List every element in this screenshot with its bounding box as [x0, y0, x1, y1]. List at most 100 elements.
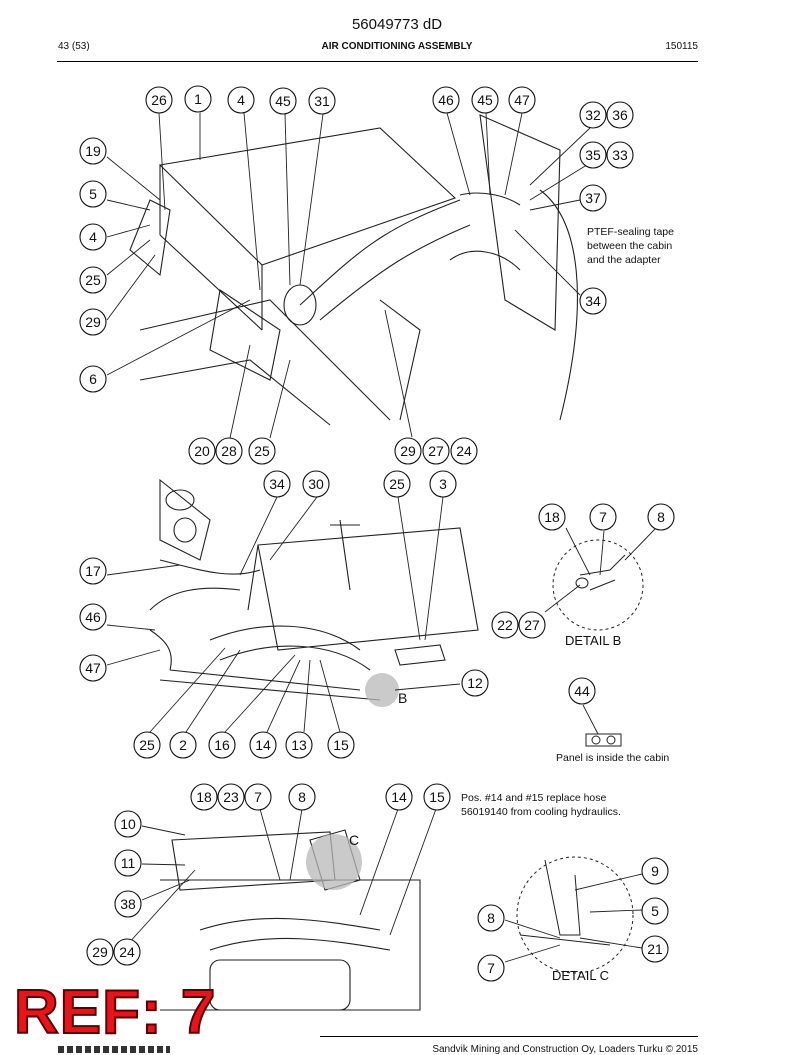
- callout-number: 2: [179, 737, 187, 753]
- callout-number: 34: [585, 293, 601, 309]
- callout-number: 33: [612, 147, 628, 163]
- callout-number: 18: [196, 789, 212, 805]
- sealing-tape-note: PTEF-sealing tape between the cabin and …: [587, 226, 674, 266]
- callout-number: 3: [439, 476, 447, 492]
- label-c: C: [349, 832, 359, 848]
- callout-circle: [477, 954, 505, 982]
- callout-number: 47: [85, 660, 101, 676]
- callout-number: 8: [487, 910, 495, 926]
- callout-circle: [579, 287, 607, 315]
- callout-circle: [79, 654, 107, 682]
- ref-stamp: REF: 7: [13, 978, 217, 1047]
- callout-circle: [249, 731, 277, 759]
- callout-circle: [263, 470, 291, 498]
- detail-b-drawing: [552, 539, 644, 631]
- company-logo: [58, 1046, 170, 1053]
- callout-number: 10: [120, 816, 136, 832]
- callout-number: 45: [477, 92, 493, 108]
- callout-number: 19: [85, 143, 101, 159]
- document-number: 56049773 dD: [351, 16, 443, 33]
- callout-circle: [508, 86, 536, 114]
- callout-number: 11: [121, 855, 136, 871]
- callout-number: 5: [89, 186, 97, 202]
- footer-company: Sandvik Mining and Construction Oy, Load…: [432, 1044, 698, 1055]
- page-indicator: 43 (53): [58, 41, 90, 52]
- callout-circle: [394, 437, 422, 465]
- callout-circle: [114, 810, 142, 838]
- upper-assembly-drawing: [129, 114, 578, 426]
- callout-circle: [641, 897, 669, 925]
- callout-circle: [308, 87, 336, 115]
- callout-circle: [114, 890, 142, 918]
- callout-circle: [79, 223, 107, 251]
- callout-number: 4: [89, 229, 97, 245]
- callout-number: 22: [497, 617, 513, 633]
- callout-circle: [113, 938, 141, 966]
- callout-number: 37: [585, 190, 601, 206]
- callout-number: 30: [308, 476, 324, 492]
- callout-number: 7: [254, 789, 262, 805]
- callout-circle: [248, 437, 276, 465]
- callout-circle: [606, 141, 634, 169]
- callout-number: 8: [298, 789, 306, 805]
- callout-number: 29: [85, 314, 101, 330]
- callout-number: 14: [255, 737, 271, 753]
- callout-circle: [568, 677, 596, 705]
- callout-number: 13: [291, 737, 307, 753]
- callout-number: 7: [487, 960, 495, 976]
- callout-circle: [423, 783, 451, 811]
- callout-number: 15: [333, 737, 349, 753]
- panel-note: Panel is inside the cabin: [556, 752, 670, 764]
- callout-number: 7: [599, 509, 607, 525]
- callout-circle: [432, 86, 460, 114]
- callout-circle: [477, 904, 505, 932]
- replace-hose-note: Pos. #14 and #15 replace hose 56019140 f…: [461, 792, 621, 818]
- callout-number: 32: [585, 107, 601, 123]
- middle-assembly-drawing: [149, 478, 479, 701]
- callout-number: 5: [651, 903, 659, 919]
- callout-circle: [79, 180, 107, 208]
- callout-number: 1: [194, 91, 202, 107]
- callout-circle: [184, 85, 212, 113]
- callout-number: 25: [254, 443, 270, 459]
- date-code: 150115: [665, 41, 698, 52]
- callout-number: 28: [221, 443, 237, 459]
- callout-number: 24: [119, 944, 135, 960]
- callout-circle: [606, 101, 634, 129]
- callout-number: 47: [514, 92, 530, 108]
- callout-number: 29: [92, 944, 108, 960]
- callout-circle: [79, 557, 107, 585]
- callout-number: 8: [657, 509, 665, 525]
- detail-c-label: DETAIL C: [552, 968, 610, 983]
- detail-c-drawing: [516, 856, 634, 974]
- callout-circle: [269, 87, 297, 115]
- callout-number: 38: [120, 896, 136, 912]
- callout-circle: [579, 184, 607, 212]
- callout-number: 15: [429, 789, 445, 805]
- callout-number: 29: [400, 443, 416, 459]
- callout-circle: [641, 857, 669, 885]
- callout-circle: [244, 783, 272, 811]
- callout-number: 46: [85, 609, 101, 625]
- callout-circle: [188, 437, 216, 465]
- callout-circle: [227, 86, 255, 114]
- callout-circle: [285, 731, 313, 759]
- callout-circle: [461, 669, 489, 697]
- callout-circle: [579, 101, 607, 129]
- callout-number: 24: [456, 443, 472, 459]
- callout-number: 20: [194, 443, 210, 459]
- callout-circle: [79, 365, 107, 393]
- callout-circle: [647, 503, 675, 531]
- page-title: AIR CONDITIONING ASSEMBLY: [321, 41, 473, 52]
- panel-drawing: [585, 733, 622, 747]
- callout-circle: [422, 437, 450, 465]
- callout-number: 25: [139, 737, 155, 753]
- callout-number: 46: [438, 92, 454, 108]
- label-b: B: [398, 690, 407, 706]
- callout-number: 26: [151, 92, 167, 108]
- callout-circle: [579, 141, 607, 169]
- callout-number: 4: [237, 92, 245, 108]
- footer-rule: [320, 1036, 698, 1037]
- callout-circle: [383, 470, 411, 498]
- callout-circle: [385, 783, 413, 811]
